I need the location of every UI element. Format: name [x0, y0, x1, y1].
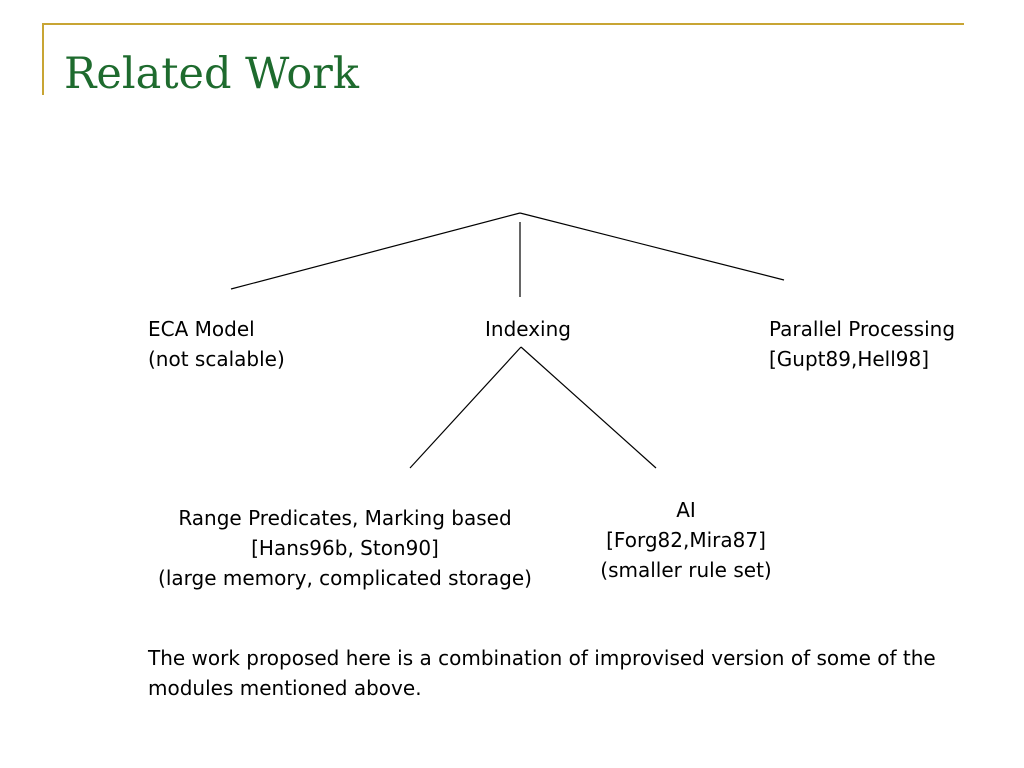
summary-paragraph: The work proposed here is a combination …	[148, 646, 936, 700]
node-ai-note: (smaller rule set)	[600, 558, 772, 582]
node-indexing: Indexing	[460, 314, 596, 344]
slide-title: Related Work	[64, 49, 359, 99]
node-indexing-label: Indexing	[485, 317, 571, 341]
connector-indexing-to-ai	[520, 346, 657, 469]
node-eca-model-note: (not scalable)	[148, 347, 285, 371]
connector-indexing-to-range	[409, 346, 522, 469]
node-parallel-processing-citation: [Gupt89,Hell98]	[769, 347, 930, 371]
node-parallel-processing: Parallel Processing [Gupt89,Hell98]	[769, 314, 955, 374]
connector-root-to-eca	[230, 212, 521, 290]
node-ai: AI [Forg82,Mira87] (smaller rule set)	[566, 495, 806, 585]
node-range-predicates: Range Predicates, Marking based [Hans96b…	[110, 503, 580, 593]
title-accent-vertical-line	[42, 23, 44, 95]
node-range-predicates-label: Range Predicates, Marking based	[178, 506, 512, 530]
node-ai-citation: [Forg82,Mira87]	[606, 528, 766, 552]
node-eca-model: ECA Model (not scalable)	[148, 314, 285, 374]
node-ai-label: AI	[676, 498, 696, 522]
node-range-predicates-citation: [Hans96b, Ston90]	[251, 536, 439, 560]
node-parallel-processing-label: Parallel Processing	[769, 317, 956, 341]
node-range-predicates-note: (large memory, complicated storage)	[158, 566, 532, 590]
connector-root-to-parallel	[519, 212, 785, 281]
node-eca-model-label: ECA Model	[148, 317, 255, 341]
title-accent-horizontal-line	[42, 23, 964, 25]
